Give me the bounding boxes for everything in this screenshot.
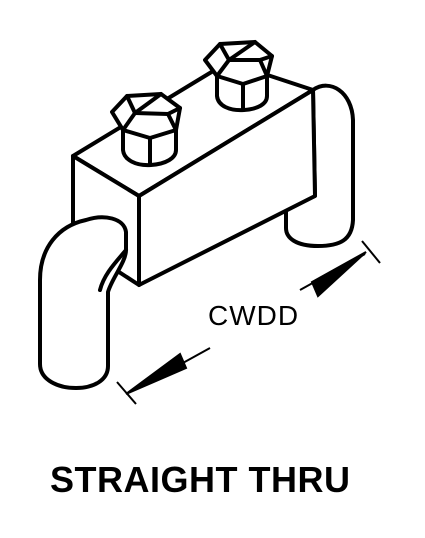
- hex-nut-left: [110, 92, 182, 168]
- dimension-extension-right: [361, 240, 381, 264]
- right-leg-tube: [284, 83, 355, 248]
- dimension-arrow-left: [125, 352, 188, 395]
- dimension-label: CWDD: [208, 300, 300, 331]
- diagram-caption: STRAIGHT THRU: [50, 459, 351, 500]
- dimension-indicator: [116, 240, 381, 405]
- dimension-arrow-right: [310, 251, 367, 298]
- left-leg-tube: [38, 215, 128, 390]
- hex-nut-right: [203, 40, 274, 113]
